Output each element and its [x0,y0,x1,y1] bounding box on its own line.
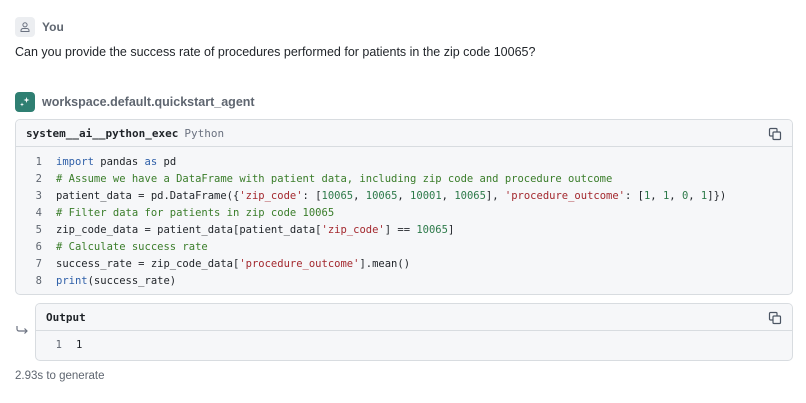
code-token: ], [485,190,505,202]
line-number: 1 [55,339,62,351]
line-number: 8 [35,275,42,287]
code-token: : [ [625,190,644,202]
code-token: success_rate = zip_code_data[ [56,258,240,270]
code-body: 1 import pandas as pd 2 # Assume we have a … [16,147,792,290]
code-token: 1 [643,190,651,202]
line-number: 3 [35,190,42,202]
output-value: 1 [76,339,83,351]
tool-language: Python [184,126,225,140]
line-number: 1 [35,156,42,168]
code-block-header: system__ai__python_exec Python [16,120,792,147]
line-number: 6 [35,241,42,253]
code-text: print(success_rate) [56,273,176,290]
user-icon [20,22,30,32]
code-token: pd [157,156,177,168]
code-token: 10065 [365,190,398,202]
code-token: (success_rate) [87,275,177,287]
line-number: 2 [35,173,42,185]
code-block: system__ai__python_exec Python 1 import p… [15,119,793,295]
code-token: # Calculate success rate [56,241,208,253]
code-token: , [441,190,455,202]
code-line: 5 zip_code_data = patient_data[patient_da… [16,222,792,239]
code-token: , [650,190,663,202]
code-token: 'procedure_outcome' [504,190,625,202]
code-text: # Filter data for patients in zip code 1… [56,205,334,222]
code-line: 3 patient_data = pd.DataFrame({'zip_code'… [16,188,792,205]
code-line: 1 import pandas as pd [16,154,792,171]
user-sender-name: You [42,20,64,34]
code-token: zip_code_data = patient_data[patient_dat… [56,224,322,236]
code-token: 10065 [454,190,486,202]
copy-code-button[interactable] [768,127,782,141]
code-token: 10001 [410,190,442,202]
code-token: 10065 [416,224,448,236]
code-token: print [56,275,88,287]
code-token: , [688,190,701,202]
code-token: ] == [384,224,417,236]
agent-avatar [15,92,35,112]
code-token: 'zip_code' [239,190,303,202]
generation-time: 2.93s to generate [15,370,105,382]
return-arrow-icon [16,326,28,334]
code-token: , [397,190,411,202]
code-text: # Calculate success rate [56,239,208,256]
output-body: 1 1 [36,331,792,354]
line-number: 7 [35,258,42,270]
code-line: 6 # Calculate success rate [16,239,792,256]
code-token: 10065 [321,190,354,202]
copy-output-button[interactable] [768,311,782,325]
code-token: , [669,190,682,202]
code-token: pandas [93,156,145,168]
code-text: # Assume we have a DataFrame with patien… [56,171,612,188]
output-title: Output [46,310,86,324]
code-token: # Assume we have a DataFrame with patien… [56,173,613,185]
sparkle-icon [20,97,30,107]
user-message-text: Can you provide the success rate of proc… [15,45,536,59]
code-token: , [353,190,366,202]
tool-name: system__ai__python_exec [26,126,179,140]
code-line: 2 # Assume we have a DataFrame with patie… [16,171,792,188]
code-text: patient_data = pd.DataFrame({'zip_code':… [56,188,726,205]
code-token: ] [447,224,455,236]
code-token: ].mean() [359,258,411,270]
code-token: 'zip_code' [321,224,385,236]
code-text: import pandas as pd [56,154,176,171]
code-token: import [56,156,94,168]
code-token: 0 [681,190,689,202]
code-token: 'procedure_outcome' [239,258,360,270]
code-line: 4 # Filter data for patients in zip code … [16,205,792,222]
agent-sender-name: workspace.default.quickstart_agent [42,95,255,109]
code-token: as [144,156,158,168]
code-token: ]}) [707,190,727,202]
user-message-header: You [15,17,64,37]
agent-message-header: workspace.default.quickstart_agent [15,92,255,112]
output-header: Output [36,304,792,331]
code-line: 7 success_rate = zip_code_data['procedure… [16,256,792,273]
code-token: : [ [302,190,322,202]
code-text: zip_code_data = patient_data[patient_dat… [56,222,454,239]
code-line: 8 print(success_rate) [16,273,792,290]
code-token: # Filter data for patients in zip code 1… [56,207,335,219]
code-text: success_rate = zip_code_data['procedure_… [56,256,410,273]
user-avatar [15,17,35,37]
code-token: patient_data = pd.DataFrame({ [56,190,240,202]
code-token: 1 [700,190,708,202]
line-number: 5 [35,224,42,236]
line-number: 4 [35,207,42,219]
output-block: Output 1 1 [35,303,793,361]
output-line: 1 1 [36,337,792,354]
code-token: 1 [662,190,670,202]
